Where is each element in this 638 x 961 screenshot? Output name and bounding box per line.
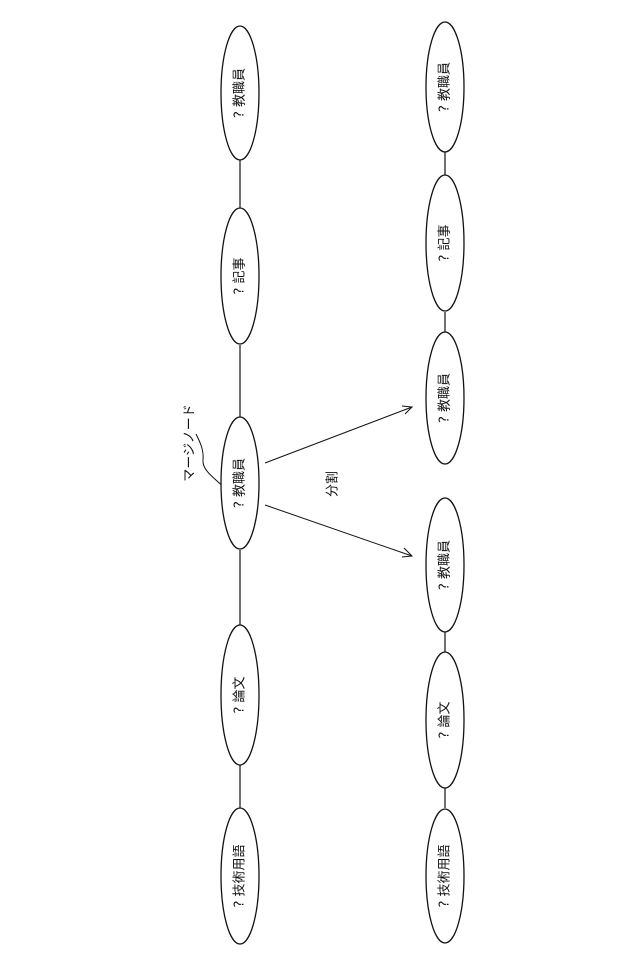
right-lower-node-2: ? 論文 [426, 652, 464, 788]
merge-node-label: マージノード [183, 404, 198, 481]
left-node-5: ? 技術用語 [221, 808, 259, 944]
left-node-4: ? 論文 [221, 625, 259, 765]
node-label: ? 教職員 [232, 458, 248, 508]
right-lower-node-1: ? 教職員 [426, 498, 464, 632]
node-label: ? 記事 [437, 224, 453, 261]
node-label: ? 教職員 [437, 540, 453, 590]
split-label: 分割 [325, 471, 341, 497]
right-upper-node-2: ? 記事 [426, 175, 464, 311]
node-label: ? 記事 [232, 257, 248, 294]
node-label: ? 教職員 [232, 68, 248, 118]
node-label: ? 技術用語 [437, 844, 453, 907]
node-label: ? 論文 [437, 701, 453, 738]
left-node-1: ? 教職員 [221, 26, 259, 160]
node-label: ? 論文 [232, 676, 248, 713]
node-label: ? 教職員 [437, 62, 453, 112]
left-node-2: ? 記事 [221, 208, 259, 344]
node-label: ? 技術用語 [232, 844, 248, 907]
split-arrow-upper [265, 406, 412, 463]
right-upper-node-1: ? 教職員 [426, 22, 464, 152]
right-lower-node-3: ? 技術用語 [426, 809, 464, 943]
node-label: ? 教職員 [437, 373, 453, 423]
split-arrow-lower [265, 505, 412, 557]
right-upper-node-3: ? 教職員 [426, 332, 464, 464]
left-node-merge: ? 教職員 [221, 417, 259, 549]
